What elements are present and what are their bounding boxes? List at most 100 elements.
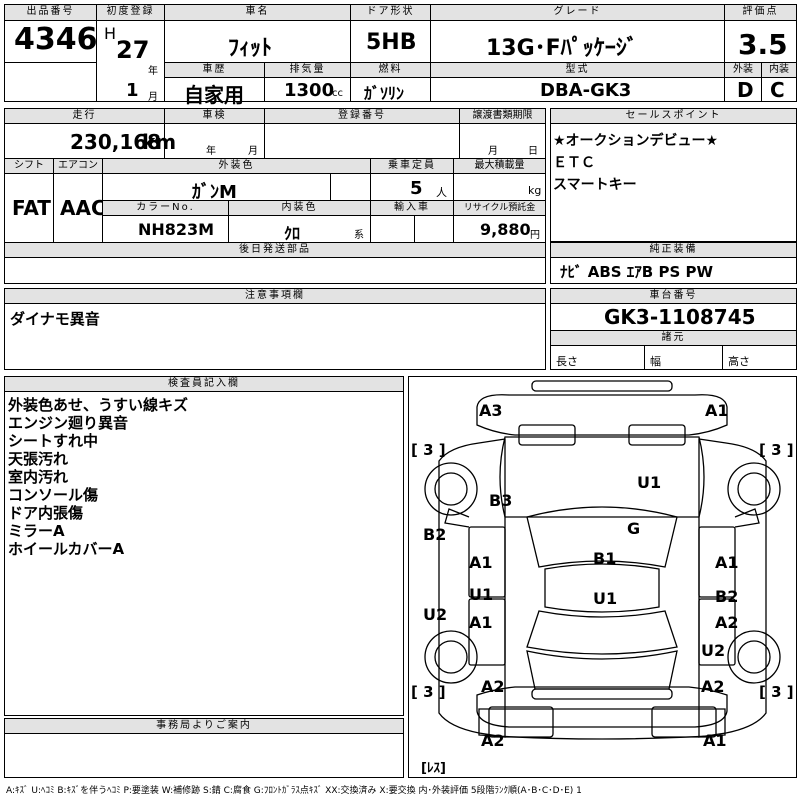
- tire-fl: [ 3 ]: [411, 441, 446, 459]
- int-color-unit: 系: [354, 230, 364, 241]
- history: 自家用: [184, 83, 244, 107]
- office-header: 事務局よりご案内: [5, 719, 403, 734]
- mark-b1-roof: B1: [593, 549, 617, 568]
- mark-a1-bumper: A1: [703, 731, 727, 750]
- inspector-header: 検査員記入欄: [5, 377, 403, 392]
- lot-number: 4346: [14, 22, 98, 57]
- ac-header: エアコン: [54, 159, 102, 174]
- mark-u1-lr-door: U1: [469, 585, 494, 604]
- history-header: 車歴: [165, 63, 264, 78]
- vehicle-info-block: [4, 108, 546, 284]
- shift-header: シフト: [5, 159, 53, 174]
- mark-a3-front: A3: [479, 401, 503, 420]
- chassis-header: 車台番号: [551, 289, 796, 304]
- shift: FAT: [12, 196, 51, 220]
- grade-header: グレード: [431, 5, 724, 21]
- car-name-header: 車名: [165, 5, 350, 21]
- dim-length: 長さ: [556, 355, 578, 368]
- car-outline-drawing: [424, 380, 781, 740]
- mark-a2-bumper: A2: [481, 731, 505, 750]
- mileage: 230,168: [70, 130, 162, 154]
- inspector-block: [4, 376, 404, 716]
- mark-a2-rear-r: A2: [701, 677, 725, 696]
- notes-header: 注意事項欄: [5, 289, 545, 304]
- month-unit: 月: [148, 92, 158, 103]
- capacity-header: 乗車定員: [371, 159, 453, 174]
- inspector-line-5: 室内汚れ: [8, 468, 69, 486]
- reg-month: 1: [126, 80, 139, 101]
- import-header: 輸入車: [371, 201, 453, 216]
- score: 3.5: [738, 28, 788, 61]
- fuel-header: 燃料: [351, 63, 430, 78]
- inspector-line-4: 天張汚れ: [8, 450, 69, 468]
- inspection-header: 車検: [165, 109, 264, 124]
- ext-color-header: 外装色: [103, 159, 370, 174]
- exterior-header: 外装: [725, 63, 761, 78]
- sales-line-1: ★オークションデビュー★: [553, 133, 719, 149]
- grade: 13G･Fﾊﾟｯｹｰｼﾞ: [486, 36, 638, 61]
- dims-header: 諸元: [551, 331, 796, 346]
- model-header: 型式: [431, 63, 724, 78]
- mark-a1-front: A1: [705, 401, 729, 420]
- insp-year-unit: 年: [206, 146, 216, 157]
- sales-header: セールスポイント: [551, 109, 796, 124]
- mark-u1-hood: U1: [637, 473, 662, 492]
- dim-width: 幅: [650, 355, 661, 368]
- mark-b2-rr-door: B2: [715, 587, 739, 606]
- era: H: [104, 24, 117, 43]
- displacement-unit: cc: [332, 88, 343, 99]
- recycle: 9,880: [480, 220, 531, 239]
- mark-u1-center: U1: [593, 589, 618, 608]
- mark-a2-rear-l: A2: [481, 677, 505, 696]
- tire-rr: [ 3 ]: [759, 683, 794, 701]
- inspector-line-8: ミラーA: [8, 522, 65, 540]
- tire-fr: [ 3 ]: [759, 441, 794, 459]
- inspector-line-7: ドア内張傷: [8, 504, 84, 522]
- inspector-line-9: ホイールカバーA: [8, 540, 125, 558]
- car-diagram: A3 A1 [ 3 ] [ 3 ] U1 B3 G B2 B1 A1 A1 U1…: [408, 376, 797, 778]
- car-name: ﾌｨｯﾄ: [228, 36, 273, 61]
- insp-month-unit: 月: [248, 146, 258, 157]
- displacement-header: 排気量: [265, 63, 350, 78]
- mark-b2-left: B2: [423, 525, 447, 544]
- capacity-unit: 人: [436, 186, 447, 199]
- mark-a1-rf-door: A1: [715, 553, 739, 572]
- lot-header: 出品番号: [5, 5, 96, 21]
- int-color: ｸﾛ: [284, 224, 301, 243]
- tire-rl: [ 3 ]: [411, 683, 446, 701]
- sales-line-3: スマートキー: [553, 177, 637, 193]
- color-no: NH823M: [138, 220, 215, 239]
- door-type: 5HB: [366, 30, 417, 55]
- legend-text: A:ｷｽﾞ U:ﾍｺﾐ B:ｷｽﾞを伴うﾍｺﾐ P:要塗装 W:補修跡 S:錆 …: [6, 786, 582, 796]
- max-load-header: 最大積載量: [454, 159, 545, 174]
- inspector-line-1: 外装色あせ、うすい線キズ: [8, 396, 189, 414]
- door-header: ドア形状: [351, 5, 430, 21]
- sales-point-block: [550, 108, 797, 242]
- mark-u2-right: U2: [701, 641, 726, 660]
- color-no-header: カラーNo.: [103, 201, 228, 216]
- notes-text: ダイナモ異音: [10, 310, 100, 328]
- fuel: ｶﾞｿﾘﾝ: [364, 84, 405, 103]
- first-reg-header: 初度登録: [97, 5, 164, 21]
- mark-ress: [ﾚｽ]: [421, 761, 446, 776]
- capacity: 5: [410, 178, 423, 199]
- dim-height: 高さ: [728, 355, 750, 368]
- doc-month-unit: 月: [488, 146, 498, 157]
- doc-deadline-header: 譲渡書類期限: [460, 109, 545, 124]
- mileage-header: 走行: [5, 109, 164, 124]
- mileage-unit: km: [142, 130, 177, 154]
- model: DBA-GK3: [540, 80, 632, 101]
- equipment-block: [550, 242, 797, 284]
- displacement: 1300: [284, 80, 335, 101]
- plate-header: 登録番号: [265, 109, 459, 124]
- mark-a1-lf-door: A1: [469, 553, 493, 572]
- ac: AAC: [60, 196, 106, 220]
- header-block: [4, 4, 797, 102]
- mark-g-glass: G: [627, 519, 641, 538]
- mark-a2-rr-door: A2: [715, 613, 739, 632]
- score-header: 評価点: [725, 5, 796, 21]
- notes-block: [4, 288, 546, 370]
- mark-b3-left: B3: [489, 491, 513, 510]
- exterior-grade: D: [737, 78, 754, 102]
- equipment: ﾅﾋﾞ ABS ｴｱB PS PW: [560, 263, 714, 281]
